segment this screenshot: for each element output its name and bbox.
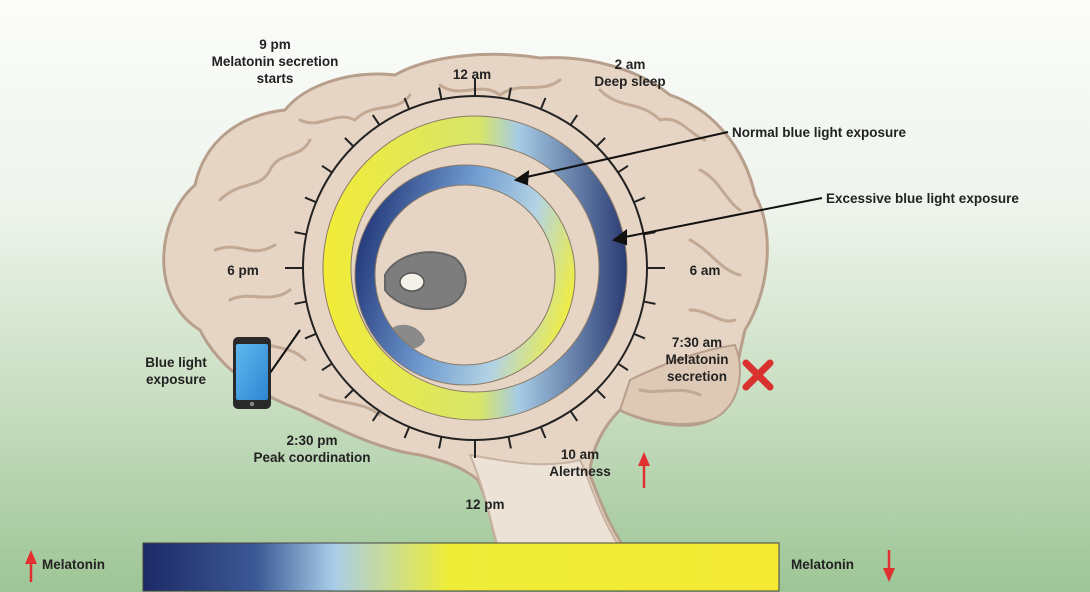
- label-230pm: 2:30 pm Peak coordination: [226, 432, 398, 466]
- label-6am: 6 am: [680, 262, 730, 279]
- label-9pm: 9 pm Melatonin secretion starts: [195, 36, 355, 87]
- label-blue-light: Blue light exposure: [128, 354, 224, 388]
- label-730am: 7:30 am Melatonin secretion: [642, 334, 752, 385]
- up-arrow-icon: [638, 452, 650, 488]
- label-10am: 10 am Alertness: [535, 446, 625, 480]
- label-12pm: 12 pm: [450, 496, 520, 513]
- label-6pm: 6 pm: [218, 262, 268, 279]
- up-arrow-icon: [25, 550, 37, 582]
- down-arrow-icon: [883, 550, 895, 582]
- label-melatonin-left: Melatonin: [42, 556, 105, 573]
- phone-icon: [233, 337, 271, 409]
- label-melatonin-right: Melatonin: [791, 556, 854, 573]
- label-normal-exposure: Normal blue light exposure: [732, 124, 906, 141]
- label-2am: 2 am Deep sleep: [580, 56, 680, 90]
- label-excessive-exposure: Excessive blue light exposure: [826, 190, 1019, 207]
- label-12am: 12 am: [432, 66, 512, 83]
- melatonin-gradient-bar: [143, 543, 779, 591]
